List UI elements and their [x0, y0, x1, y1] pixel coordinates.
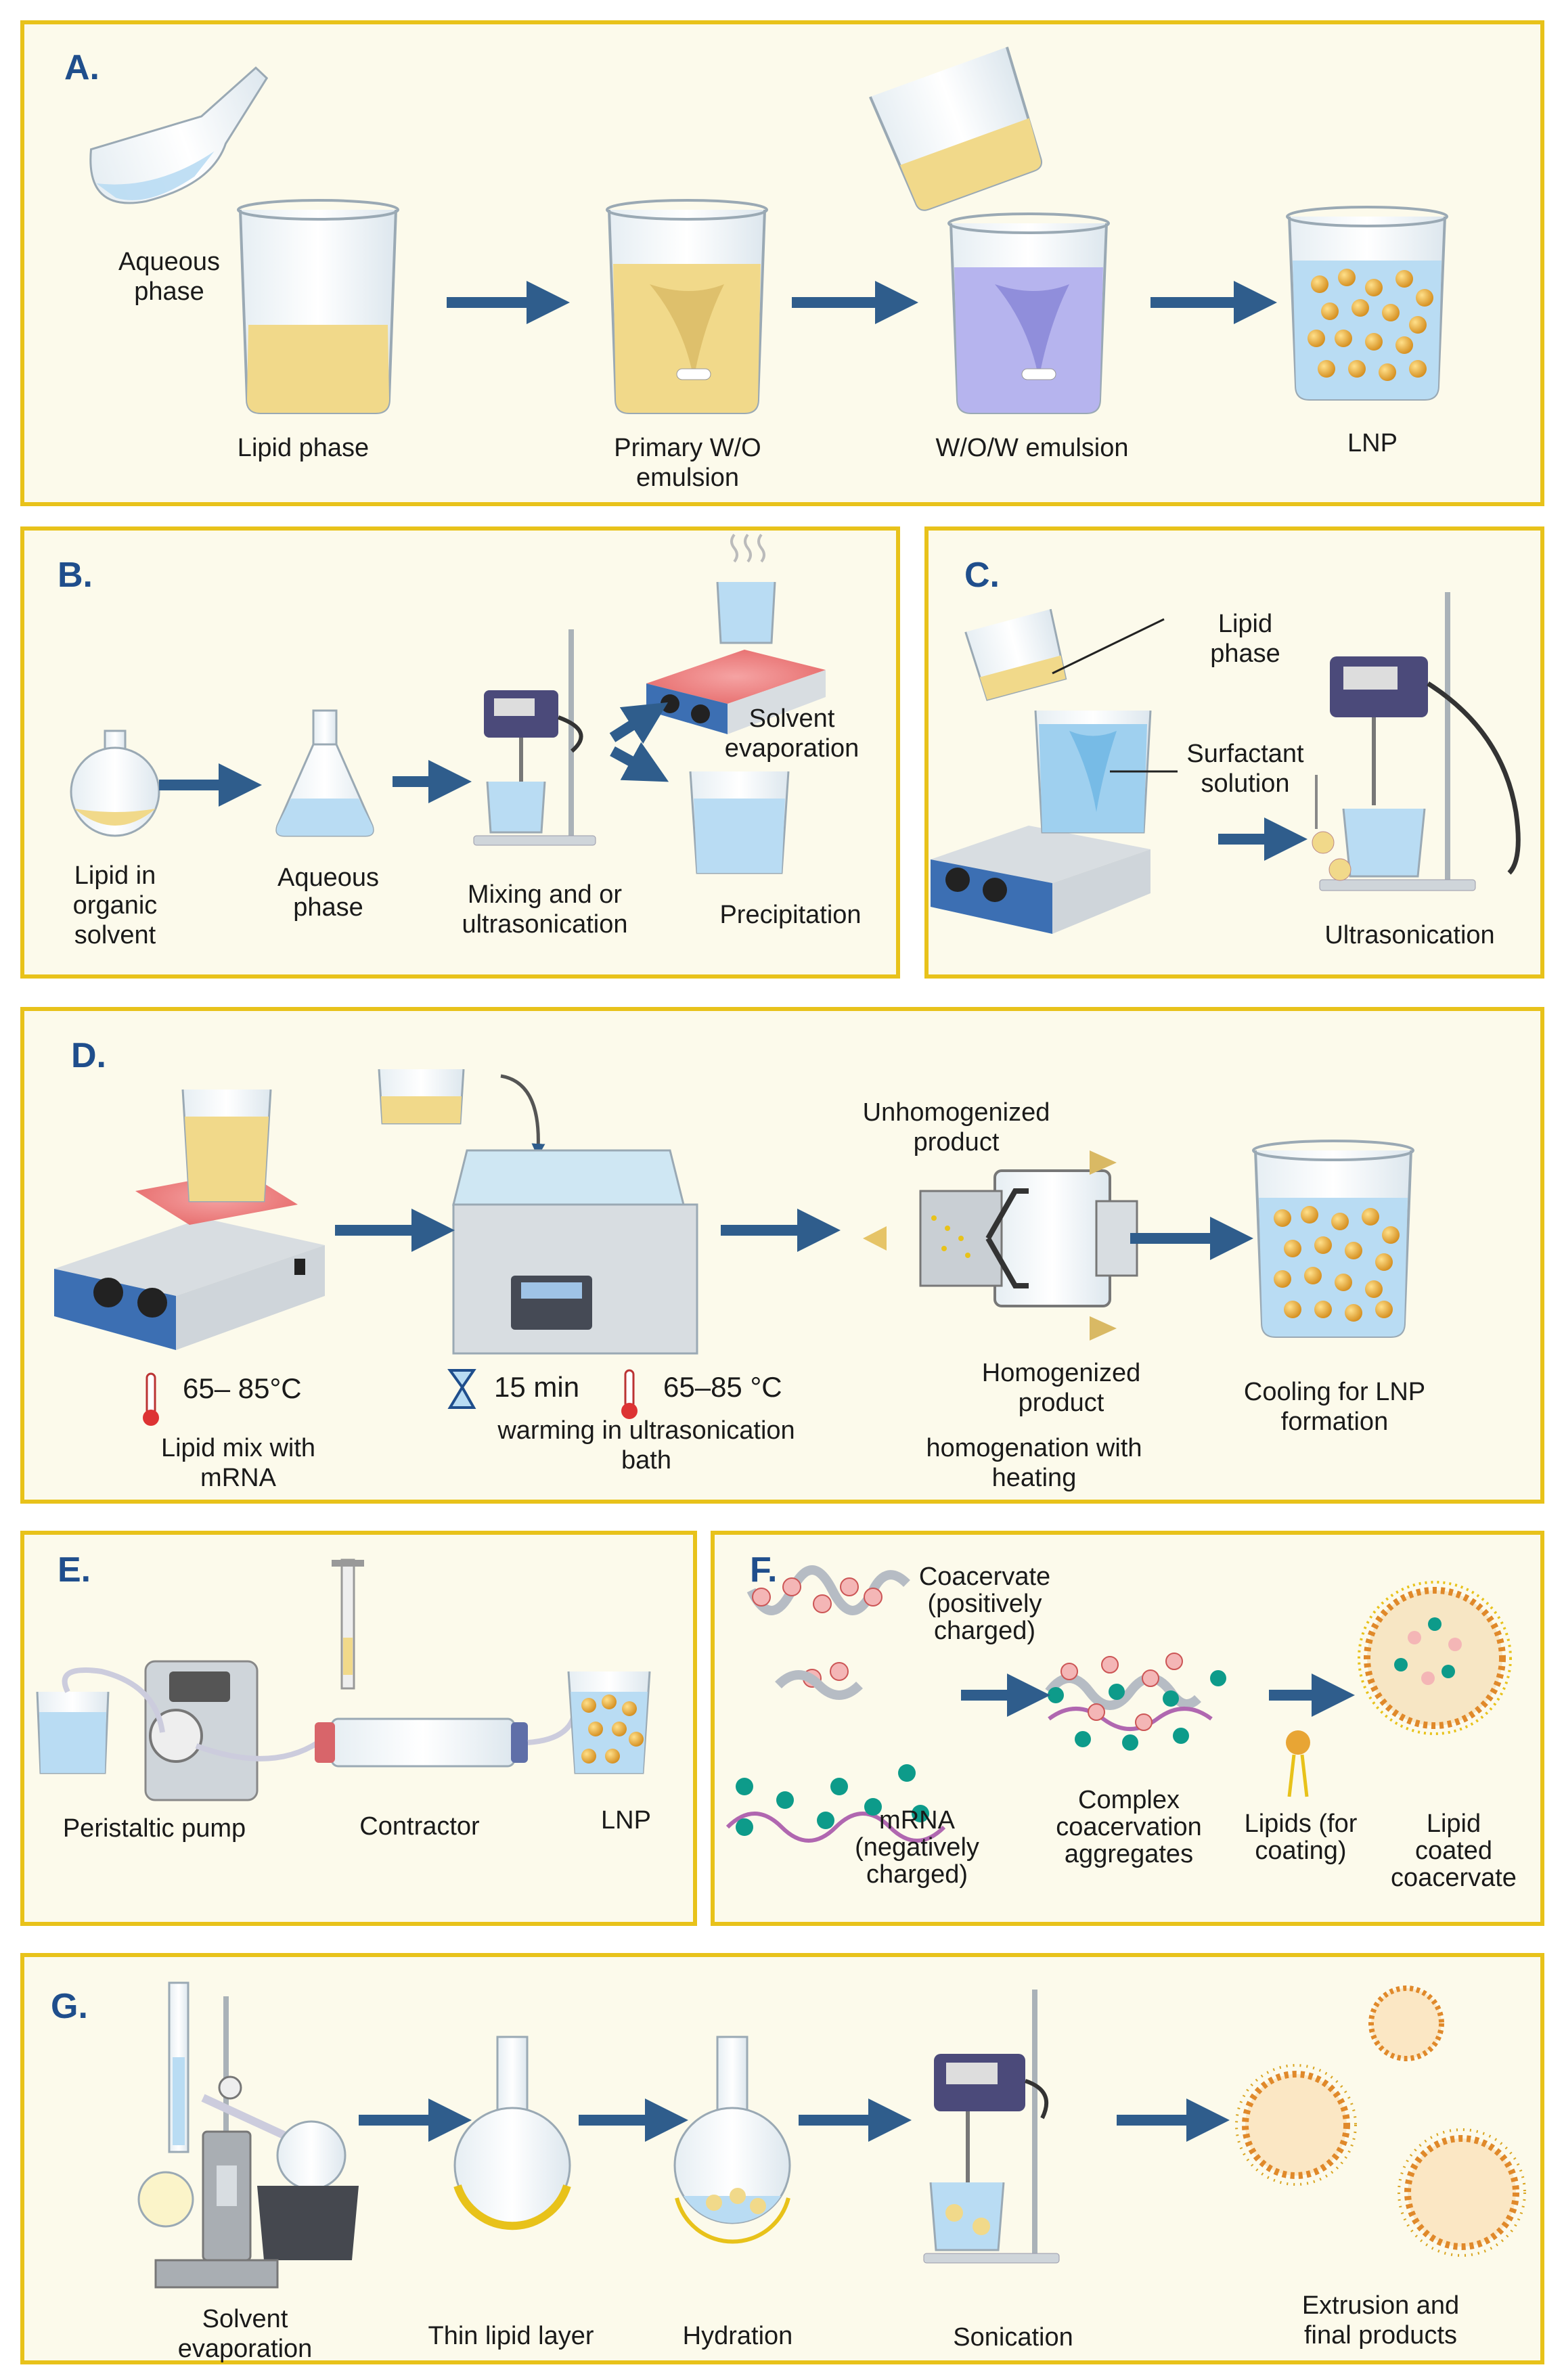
panel-c-letter: C. — [964, 556, 1000, 595]
cooling-beaker-icon — [1252, 1140, 1414, 1338]
mixer-icon — [473, 629, 596, 846]
panel-g-letter: G. — [51, 1987, 88, 2026]
panel-b-arrows — [159, 702, 669, 807]
d-warming-label: warming in ultrasonication bath — [497, 1416, 795, 1475]
d-homogenized-label: Homogenized product — [981, 1359, 1141, 1417]
b-precipitation-label: Precipitation — [719, 901, 862, 929]
rotary-evaporator-icon — [137, 1981, 359, 2289]
c-surfactant-solution-label: Surfactant solution — [1186, 740, 1304, 798]
d-time-label: 15 min — [494, 1371, 580, 1403]
e-lnp-label: LNP — [601, 1806, 651, 1835]
hot-plate-top-icon — [646, 533, 826, 734]
d-unhomogenized-label: Unhomogenized product — [862, 1098, 1050, 1157]
e-contractor-label: Contractor — [359, 1812, 480, 1841]
panel-d-letter: D. — [71, 1036, 106, 1075]
f-lipids-coating-label: Lipids (for coating) — [1244, 1810, 1358, 1865]
pouring-flask-icon — [89, 66, 269, 204]
primary-emulsion-beaker-icon — [606, 199, 768, 414]
round-flask-icon — [70, 729, 160, 837]
a-wow-emulsion-label: W/O/W emulsion — [935, 434, 1129, 462]
f-coacervate-label: Coacervate (positively charged) — [918, 1563, 1051, 1645]
a-lnp-label: LNP — [1347, 429, 1398, 457]
panel-f-letter: F. — [750, 1550, 778, 1590]
g-hydration-label: Hydration — [682, 2322, 793, 2350]
stirrer-hotplate-icon — [931, 710, 1152, 934]
mrna-strand-icon — [725, 1764, 946, 1843]
thermometer-icon-2 — [621, 1369, 638, 1419]
d-temp-2-label: 65–85 °C — [663, 1371, 782, 1403]
extruded-liposomes-icon — [1235, 1985, 1526, 2257]
ultrasonicator-icon — [1312, 592, 1521, 891]
c-lipid-phase-label: Lipid phase — [1210, 610, 1280, 668]
a-lipid-phase-label: Lipid phase — [237, 434, 370, 462]
thin-lipid-flask-icon — [453, 2036, 571, 2230]
lipid-coated-coacervate-icon — [1358, 1581, 1512, 1735]
f-complex-label: Complex coacervation aggregates — [1056, 1786, 1202, 1868]
g-solvent-evaporation-label: Solvent evaporation — [177, 2305, 313, 2363]
thermometer-icon-1 — [143, 1372, 159, 1426]
heated-stirrer-icon — [54, 1089, 325, 1350]
panel-b-letter: B. — [58, 556, 93, 595]
lipid-phase-leader — [1052, 618, 1165, 675]
b-aqueous-phase-label: Aqueous phase — [277, 863, 380, 922]
ultrasonic-bath-icon — [378, 1069, 698, 1355]
lnp-beaker-icon — [1286, 206, 1448, 401]
b-lipid-solvent-label: Lipid in organic solvent — [72, 861, 158, 949]
g-extrusion-label: Extrusion and final products — [1301, 2291, 1460, 2350]
d-lipid-mix-label: Lipid mix with mRNA — [160, 1434, 316, 1492]
a-aqueous-phase-label: Aqueous phase — [118, 248, 221, 306]
g-sonication-label: Sonication — [953, 2323, 1073, 2352]
lipid-molecule-icon — [1286, 1730, 1310, 1797]
e-pump-label: Peristaltic pump — [62, 1814, 246, 1843]
pouring-beaker-icon — [869, 46, 1042, 211]
lipid-beaker-icon — [237, 199, 399, 414]
b-mixing-label: Mixing and or ultrasonication — [462, 880, 628, 939]
f-lipid-coated-label: Lipid coated coacervate — [1391, 1810, 1517, 1892]
panel-e-letter: E. — [58, 1550, 91, 1590]
conical-flask-icon — [275, 709, 374, 837]
hourglass-icon — [447, 1369, 476, 1409]
g-thin-lipid-label: Thin lipid layer — [428, 2322, 594, 2350]
c-ultrasonication-label: Ultrasonication — [1324, 921, 1495, 949]
wow-emulsion-beaker-icon — [947, 212, 1110, 414]
hydration-flask-icon — [673, 2036, 791, 2244]
contractor-icon — [315, 1558, 578, 1768]
b-solvent-evaporation-label: Solvent evaporation — [724, 704, 859, 763]
precipitation-beaker-icon — [689, 771, 790, 874]
d-temp-1-label: 65– 85°C — [183, 1372, 302, 1404]
d-homogenation-label: homogenation with heating — [926, 1434, 1142, 1492]
coacervate-chain-icon — [746, 1565, 910, 1700]
f-mrna-label: mRNA (negatively charged) — [855, 1806, 979, 1889]
peristaltic-pump-icon — [36, 1660, 320, 1801]
sonicator-g-icon — [923, 1990, 1060, 2264]
homogenizer-icon — [863, 1150, 1138, 1341]
a-primary-emulsion-label: Primary W/O emulsion — [614, 434, 761, 492]
panel-a-letter: A. — [64, 48, 99, 87]
lnp-collection-beaker-icon — [567, 1671, 651, 1774]
complex-aggregate-icon — [1045, 1653, 1226, 1751]
pouring-lipid-beaker-icon — [964, 608, 1067, 701]
d-cooling-label: Cooling for LNP formation — [1243, 1378, 1426, 1436]
panel-d-arrows — [335, 1209, 1253, 1260]
